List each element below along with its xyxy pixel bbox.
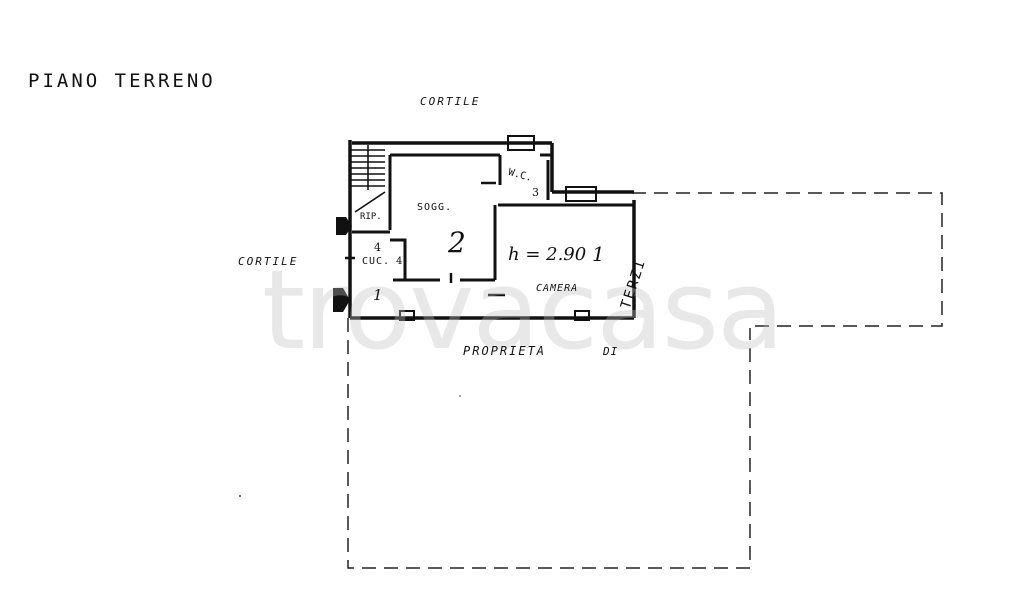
entrance-arrow-upper xyxy=(336,217,352,235)
windows xyxy=(399,135,597,321)
entrance-arrow-lower xyxy=(333,288,350,312)
property-boundary-right xyxy=(632,192,943,327)
property-boundary-lower xyxy=(347,318,751,569)
room-label-cucina: CUC. xyxy=(362,256,391,267)
room-number-entrance: 1 xyxy=(373,286,383,304)
room-number-wc: 3 xyxy=(532,186,539,199)
room-number-cucina: 4 xyxy=(374,241,381,254)
room-suffix-cucina: 4 xyxy=(396,256,403,267)
label-cortile-top: CORTILE xyxy=(420,95,481,108)
room-number-soggiorno: 2 xyxy=(448,226,466,259)
interior-walls xyxy=(352,153,634,282)
room-label-camera: CAMERA xyxy=(536,283,579,294)
room-label-ripostiglio: RIP. xyxy=(360,212,382,222)
label-cortile-left: CORTILE xyxy=(238,255,299,268)
speck xyxy=(239,495,241,497)
room-height-camera: h = 2.90 xyxy=(508,244,587,265)
doors xyxy=(345,181,505,297)
label-di: DI xyxy=(603,345,619,358)
stairs xyxy=(350,145,386,213)
room-label-soggiorno: SOGG. xyxy=(417,202,453,213)
label-proprieta: PROPRIETA xyxy=(463,344,547,358)
plan-title: PIANO TERRENO xyxy=(28,70,216,92)
room-number-camera: 1 xyxy=(592,242,605,266)
outer-walls xyxy=(348,140,636,320)
speck xyxy=(459,395,461,397)
